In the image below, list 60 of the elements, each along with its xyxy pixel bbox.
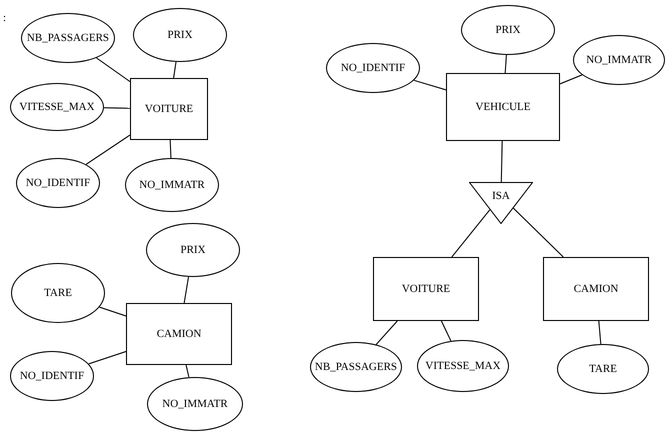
connector-line	[560, 74, 583, 84]
entity-name: VOITURE	[144, 103, 194, 115]
connector-line	[512, 208, 564, 258]
attribute-ellipse	[557, 344, 649, 394]
attribute-name: NO_IDENTIF	[20, 370, 84, 382]
connector-line	[440, 320, 452, 342]
attribute-name: NO_IMMATR	[586, 54, 652, 66]
connector-line	[99, 306, 126, 316]
attribute-ellipse	[147, 377, 243, 431]
attribute-name: NB_PASSAGERS	[26, 32, 110, 44]
entity-name: CAMION	[156, 328, 202, 340]
attribute-name: NO_IDENTIF	[340, 62, 406, 74]
attribute-ellipse	[573, 35, 665, 85]
entity-box	[373, 257, 479, 321]
colon-mark: :	[3, 12, 6, 24]
entity-box	[130, 78, 208, 140]
connector-line	[451, 209, 490, 258]
attribute-name: PRIX	[180, 244, 206, 256]
attribute-ellipse	[461, 5, 555, 55]
connector-line	[173, 61, 176, 78]
attribute-name: NB_PASSAGERS	[314, 361, 398, 373]
attribute-name: TARE	[589, 363, 617, 375]
attribute-name: NO_IDENTIF	[26, 177, 90, 189]
attribute-name: PRIX	[167, 29, 193, 41]
connector-line	[598, 320, 602, 344]
entity-name: VEHICULE	[476, 101, 530, 113]
attribute-ellipse	[10, 83, 104, 131]
attribute-name: VITESSE_MAX	[425, 360, 501, 372]
entity-box	[543, 257, 649, 321]
attribute-ellipse	[417, 340, 509, 392]
attribute-name: NO_IMMATR	[162, 398, 228, 410]
attribute-name: PRIX	[495, 24, 521, 36]
isa-label: ISA	[492, 190, 510, 202]
connector-line	[88, 351, 126, 364]
entity-name: VOITURE	[402, 283, 450, 295]
attribute-name: NO_IMMATR	[139, 179, 205, 191]
connector-line	[504, 54, 507, 74]
connector-line	[184, 276, 189, 304]
connector-line	[86, 134, 130, 165]
connector-line	[500, 140, 503, 182]
attribute-ellipse	[11, 263, 105, 323]
entity-box	[446, 73, 560, 141]
attribute-ellipse	[310, 342, 402, 392]
connector-line	[186, 364, 190, 378]
connector-line	[376, 320, 398, 345]
attribute-ellipse	[21, 13, 115, 63]
connector-line	[96, 57, 130, 82]
attribute-ellipse	[10, 351, 94, 401]
connector-line	[413, 80, 446, 90]
attribute-ellipse	[326, 43, 420, 93]
connector-line	[170, 140, 172, 158]
attribute-name: VITESSE_MAX	[19, 101, 95, 113]
attribute-ellipse	[146, 223, 240, 277]
entity-name: CAMION	[574, 283, 618, 295]
attribute-name: TARE	[44, 287, 72, 299]
entity-box	[126, 303, 232, 365]
attribute-ellipse	[133, 8, 227, 62]
attribute-ellipse	[125, 158, 219, 212]
attribute-ellipse	[16, 158, 100, 208]
connector-line	[104, 107, 130, 109]
